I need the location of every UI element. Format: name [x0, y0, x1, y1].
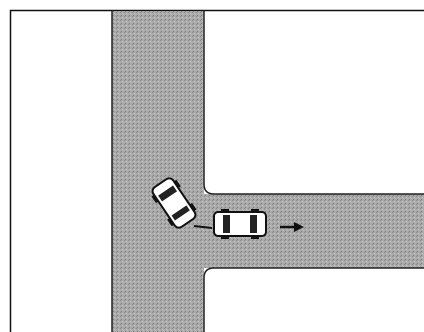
straight-car-icon [213, 209, 267, 239]
turning-car-wheel [151, 194, 159, 204]
straight-car-wheel [251, 209, 259, 212]
contact-mark [193, 225, 213, 229]
turning-car-wheel [167, 218, 175, 227]
diagram-frame [9, 9, 424, 332]
turning-car-rear-window [171, 205, 190, 221]
turning-car-wheel [189, 202, 197, 212]
road-network [111, 11, 424, 332]
straight-car-wheel [251, 236, 259, 239]
road-edge-lower-corner [203, 267, 424, 332]
turning-car-windshield [158, 185, 177, 202]
road-edge-upper-corner [203, 11, 424, 195]
straight-car-front-window [250, 215, 257, 233]
straight-car-wheel [221, 209, 229, 212]
straight-car-wheel [221, 236, 229, 239]
straight-car-body [213, 211, 267, 237]
turning-car-wheel [173, 179, 181, 188]
direction-arrow-icon [280, 222, 304, 232]
straight-car-rear-window [223, 215, 230, 233]
turning-car-body [151, 177, 197, 229]
direction-arrow-head [294, 222, 304, 232]
road-surface [112, 11, 424, 332]
turning-car-icon [151, 177, 197, 229]
